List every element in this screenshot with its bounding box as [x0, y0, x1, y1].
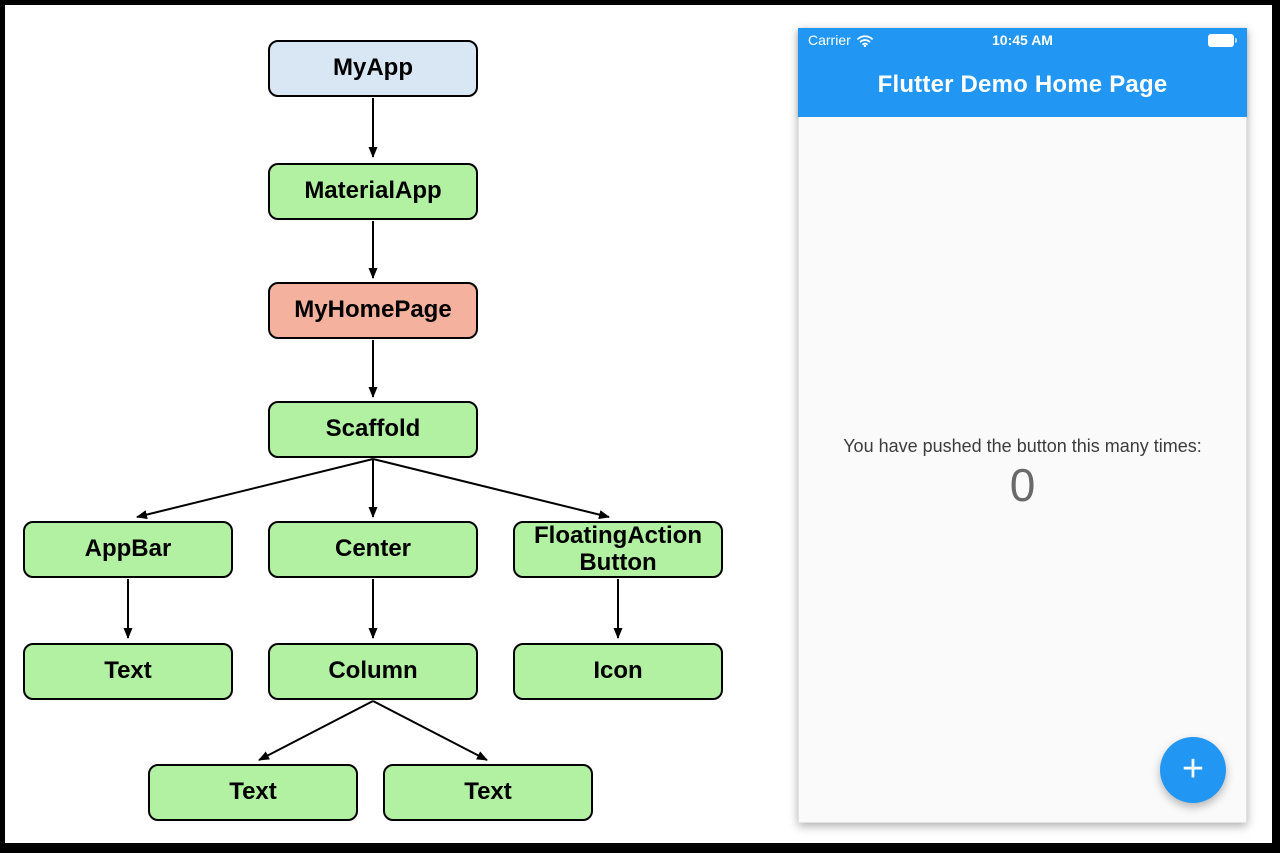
status-bar: Carrier 10:45 AM — [798, 28, 1247, 52]
counter-block: You have pushed the button this many tim… — [799, 433, 1246, 512]
wifi-icon — [856, 34, 873, 47]
arrow — [258, 700, 374, 761]
app-bar: Flutter Demo Home Page — [798, 52, 1247, 117]
battery-icon — [1208, 34, 1237, 47]
app-bar-title: Flutter Demo Home Page — [877, 70, 1168, 98]
page: MyApp MaterialApp MyHomePage Scaffold Ap… — [5, 5, 1272, 843]
app-body: You have pushed the button this many tim… — [798, 117, 1247, 823]
diagram-node-icon: Icon — [513, 643, 723, 700]
carrier-label: Carrier — [808, 32, 851, 48]
diagram-node-appbar-text: Text — [23, 643, 233, 700]
arrow — [136, 458, 374, 519]
plus-icon: + — [1181, 747, 1205, 790]
diagram-node-text-1: Text — [148, 764, 358, 821]
diagram-node-text-2: Text — [383, 764, 593, 821]
diagram-node-myapp: MyApp — [268, 40, 478, 97]
diagram-node-scaffold: Scaffold — [268, 401, 478, 458]
diagram-node-appbar: AppBar — [23, 521, 233, 578]
status-time: 10:45 AM — [992, 32, 1053, 48]
counter-value: 0 — [1009, 459, 1036, 511]
widget-tree-diagram: MyApp MaterialApp MyHomePage Scaffold Ap… — [5, 5, 785, 843]
fab-button[interactable]: + — [1160, 737, 1226, 803]
arrow — [372, 700, 488, 761]
diagram-node-column: Column — [268, 643, 478, 700]
diagram-node-myhomepage: MyHomePage — [268, 282, 478, 339]
diagram-node-floatingactionbutton: FloatingAction Button — [513, 521, 723, 578]
phone-header: Carrier 10:45 AM Flutter D — [798, 28, 1247, 117]
arrow — [372, 458, 610, 519]
diagram-node-materialapp: MaterialApp — [268, 163, 478, 220]
counter-label: You have pushed the button this many tim… — [843, 436, 1202, 456]
diagram-node-center: Center — [268, 521, 478, 578]
phone-screenshot: Carrier 10:45 AM Flutter D — [798, 28, 1247, 823]
